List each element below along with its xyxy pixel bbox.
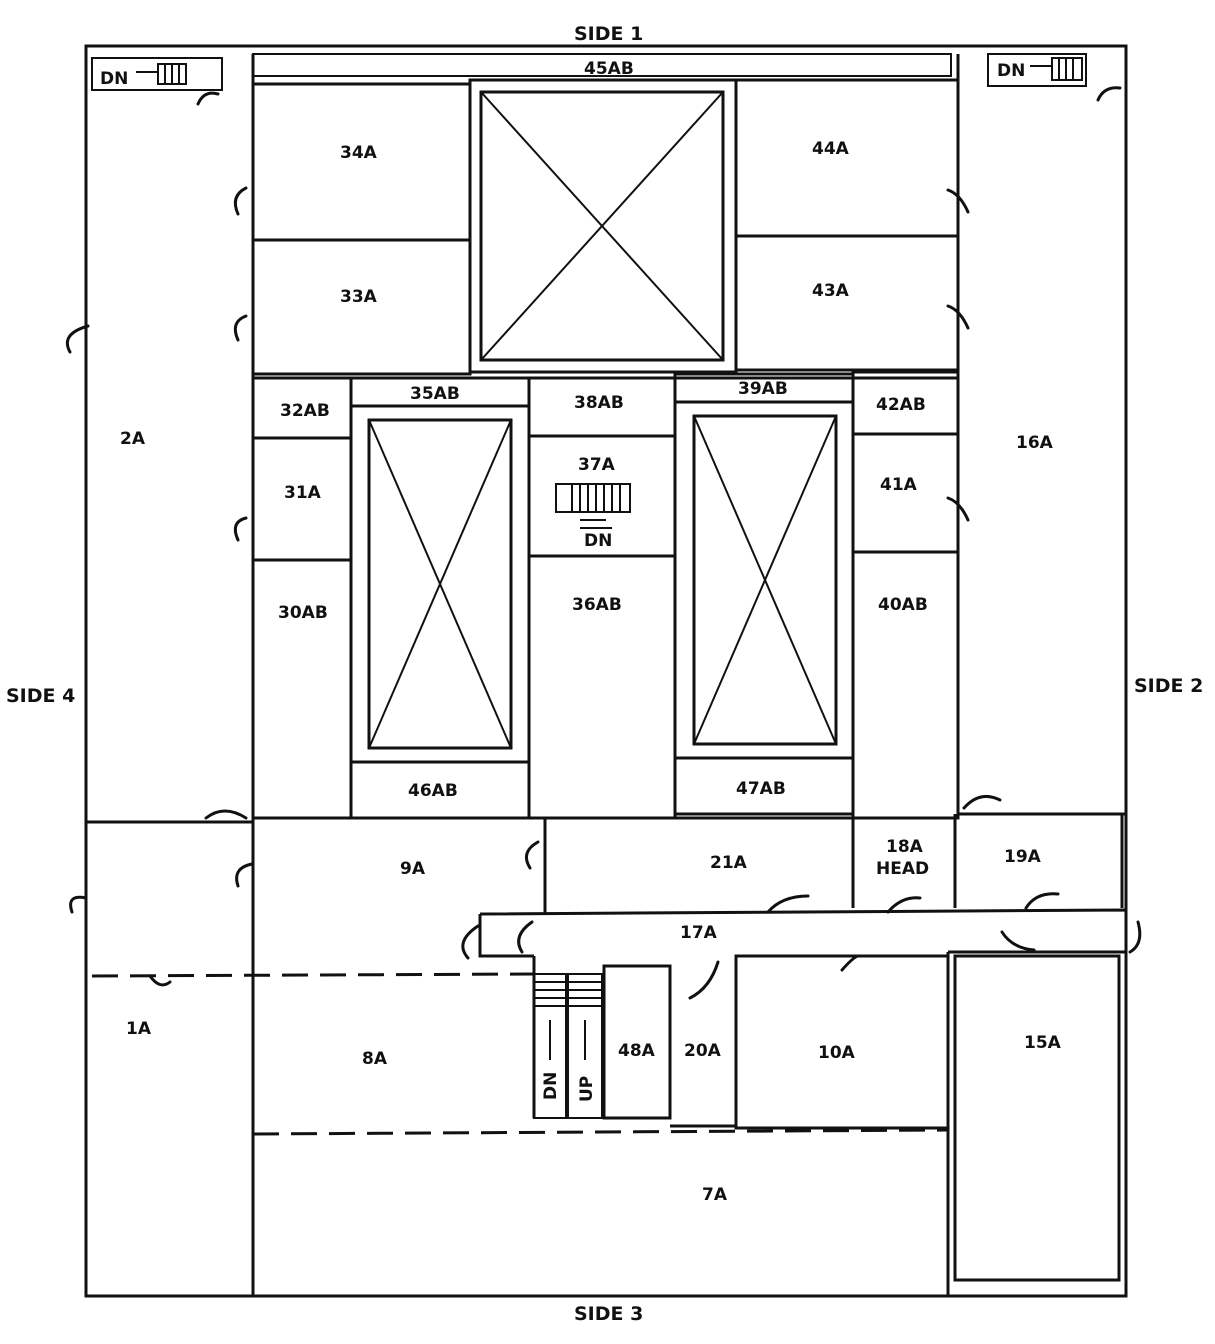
room-8a-label: 8A [362,1049,388,1069]
stair-dn-label-top-left: DN [100,69,128,89]
room-33a-label: 33A [340,287,378,307]
room-43a-label: 43A [812,281,850,301]
room-15a-inner [953,954,1121,1282]
room-32ab-label: 32AB [280,401,330,421]
room-30ab-label: 30AB [278,603,328,623]
room-47ab-label: 47AB [736,779,786,799]
room-10a-label: 10A [818,1043,856,1063]
room-45ab-label: 45AB [584,59,634,79]
room-18a-label: 18A [886,837,924,857]
stair-treads-top-left [136,63,187,85]
side-1-label: SIDE 1 [574,23,643,45]
stair-top-right [987,53,1087,87]
room-42ab-label: 42AB [876,395,926,415]
room-31a-label: 31A [284,483,322,503]
room-2a-label: 2A [120,429,146,449]
room-15a-label: 15A [1024,1033,1062,1053]
room-34a-label: 34A [340,143,378,163]
stair-dn-label-lower: DN [541,1072,561,1100]
room-1a-label: 1A [126,1019,152,1039]
open-area-right-inner [692,414,838,746]
room-36ab-label: 36AB [572,595,622,615]
open-area-left-inner [367,418,513,750]
stair-lower-pair [533,973,603,1119]
side-2-label: SIDE 2 [1134,675,1203,697]
room-39ab-label: 39AB [738,379,788,399]
room-46ab-label: 46AB [408,781,458,801]
room-18a-head-label: HEAD [876,859,929,879]
room-44a-label: 44A [812,139,850,159]
side-4-label: SIDE 4 [6,685,75,707]
room-7a-label: 7A [702,1185,728,1205]
room-48a-label: 48A [618,1041,656,1061]
building-outline [84,44,1128,1298]
room-19a-label: 19A [1004,847,1042,867]
stair-up-label-lower: UP [577,1076,597,1102]
room-37a-label: 37A [578,455,616,475]
room-20a-label: 20A [684,1041,722,1061]
room-35ab-label: 35AB [410,384,460,404]
room-16a-label: 16A [1016,433,1054,453]
stair-dn-label-center: DN [584,531,612,551]
stair-top-left [91,57,223,91]
side-3-label: SIDE 3 [574,1303,643,1325]
open-area-upper [468,78,738,374]
room-40ab-label: 40AB [878,595,928,615]
stair-dn-label-top-right: DN [997,61,1025,81]
room-17a-label: 17A [680,923,718,943]
stair-treads-top-right [1030,57,1083,81]
door-swings [65,86,1142,1000]
room-9a-label: 9A [400,859,426,879]
stair-center [555,483,631,529]
open-area-upper-inner [479,90,725,362]
room-41a-label: 41A [880,475,918,495]
room-38ab-label: 38AB [574,393,624,413]
room-21a-label: 21A [710,853,748,873]
